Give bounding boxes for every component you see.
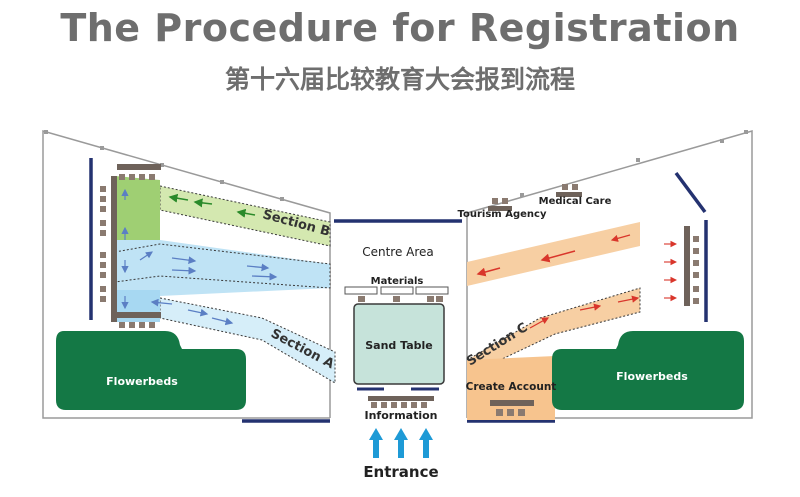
- medical-care-label: Medical Care: [539, 196, 612, 207]
- materials-tables: [344, 286, 449, 302]
- information-desk: [357, 387, 439, 408]
- walls: [89, 158, 708, 423]
- entrance-label: Entrance: [363, 463, 438, 481]
- right-desks: [488, 184, 699, 416]
- entrance-arrows: [369, 428, 433, 458]
- page-title: The Procedure for Registration: [60, 6, 740, 50]
- information-label: Information: [365, 409, 438, 422]
- create-account-label: Create Account: [466, 381, 557, 393]
- centre-area-label: Centre Area: [362, 245, 434, 259]
- flowerbeds-right-label: Flowerbeds: [616, 370, 688, 383]
- sand-table: [353, 303, 445, 385]
- left-queue-arrows: [121, 188, 153, 310]
- materials-label: Materials: [371, 276, 424, 287]
- section-b-band: [115, 176, 331, 247]
- left-desks: [100, 164, 161, 328]
- right-queue-arrows: [664, 240, 678, 302]
- roof-markers: [44, 130, 748, 201]
- flowerbed-left: [56, 331, 246, 410]
- flowerbeds-left-label: Flowerbeds: [106, 375, 178, 388]
- tourism-agency-label: Tourism Agency: [458, 209, 547, 220]
- page-subtitle: 第十六届比较教育大会报到流程: [224, 65, 575, 94]
- section-c-band: [465, 222, 641, 420]
- flowerbed-right: [552, 331, 744, 410]
- sand-table-label: Sand Table: [365, 339, 433, 352]
